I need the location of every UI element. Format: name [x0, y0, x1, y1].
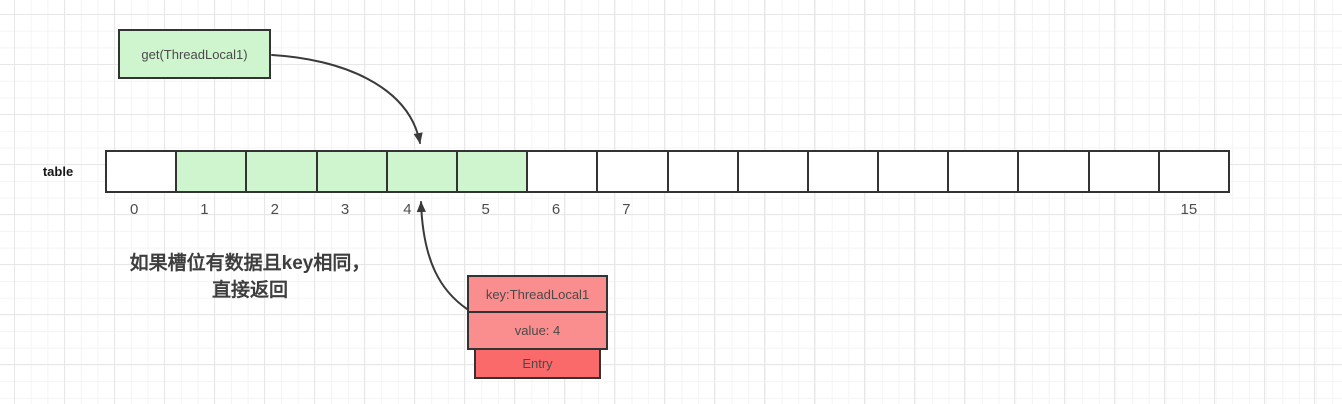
table-cell-9 [738, 152, 809, 191]
table-cell-0 [107, 152, 178, 191]
slot-index-1: 1 [200, 201, 209, 218]
entry-tag-label: Entry [522, 356, 553, 371]
slot-index-0: 0 [129, 201, 139, 218]
entry-value-box: value: 4 [467, 311, 608, 350]
table-cell-2 [247, 152, 318, 191]
slot-index-3: 3 [340, 201, 350, 218]
table-cell-10 [808, 152, 880, 191]
entry-key-box: key:ThreadLocal1 [467, 275, 608, 313]
note-line1: 如果槽位有数据且key相同， [129, 253, 371, 274]
slot-index-15: 15 [1180, 201, 1198, 218]
entry-value-label: value: 4 [514, 323, 561, 338]
slot-index-5: 5 [481, 201, 490, 218]
slot-index-7: 7 [622, 201, 631, 218]
table-cell-8 [668, 152, 739, 191]
table-cell-5 [457, 152, 529, 191]
slot-index-6: 6 [551, 201, 561, 218]
table-cell-15 [1159, 152, 1228, 191]
slot-index-4: 4 [403, 201, 412, 218]
arrow-entry-to-slot4 [416, 201, 468, 310]
slot-index-2: 2 [270, 201, 279, 218]
table-label: table [42, 164, 74, 179]
hash-table [105, 150, 1230, 193]
entry-key-label: key:ThreadLocal1 [485, 286, 590, 302]
table-cell-1 [177, 152, 248, 191]
note-line2: 直接返回 [211, 280, 288, 301]
table-cell-6 [528, 152, 599, 191]
arrow-get-to-slot4 [271, 54, 423, 144]
note-text: 如果槽位有数据且key相同， 直接返回 [105, 250, 395, 304]
table-cell-7 [598, 152, 669, 191]
table-cell-13 [1019, 152, 1090, 191]
entry-tag-box: Entry [474, 348, 601, 379]
get-call-box: get(ThreadLocal1) [118, 29, 271, 79]
table-cell-4 [387, 152, 458, 191]
table-cell-12 [949, 152, 1020, 191]
table-cell-3 [317, 152, 388, 191]
get-call-label: get(ThreadLocal1) [141, 46, 248, 62]
table-cell-14 [1089, 152, 1160, 191]
table-cell-11 [879, 152, 950, 191]
